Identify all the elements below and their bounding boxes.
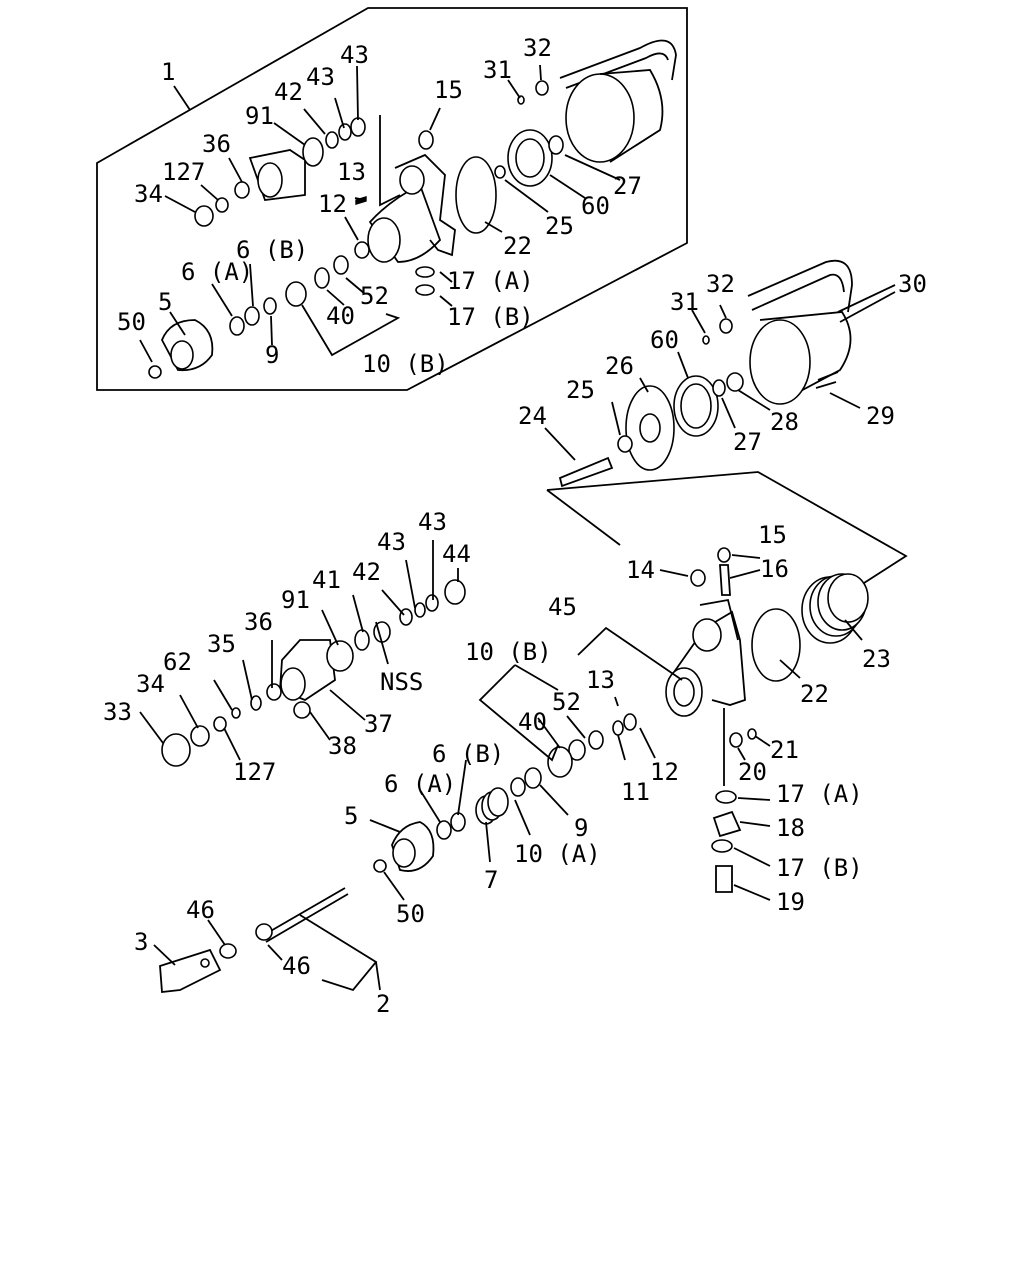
label-44: 44: [442, 540, 471, 568]
label-15b: 15: [758, 521, 787, 549]
label-20: 20: [738, 758, 767, 786]
label-37: 37: [364, 710, 393, 738]
label-42b: 42: [352, 558, 381, 586]
label-32b: 32: [706, 270, 735, 298]
label-91b: 91: [281, 586, 310, 614]
label-6b-2: 6 (B): [432, 740, 504, 768]
label-5: 5: [158, 288, 172, 316]
label-60b: 60: [650, 326, 679, 354]
label-40: 40: [326, 302, 355, 330]
label-22: 22: [503, 232, 532, 260]
label-28: 28: [770, 408, 799, 436]
callout-labels: 1 32 31 43 43 42 91 15 36 127 34 13 12 6…: [103, 34, 927, 1018]
label-13b: 13: [586, 666, 615, 694]
label-127b: 127: [233, 758, 276, 786]
label-32: 32: [523, 34, 552, 62]
label-46: 46: [186, 896, 215, 924]
label-6a: 6 (A): [181, 258, 253, 286]
label-52: 52: [360, 282, 389, 310]
label-36b: 36: [244, 608, 273, 636]
main-parts: [159, 259, 908, 993]
label-42: 42: [274, 78, 303, 106]
label-127: 127: [162, 158, 205, 186]
label-10b-2: 10 (B): [465, 638, 552, 666]
label-24: 24: [518, 402, 547, 430]
leader-lines: [139, 64, 896, 992]
label-5b: 5: [344, 802, 358, 830]
label-17a-2: 17 (A): [776, 780, 863, 808]
label-19: 19: [776, 888, 805, 916]
label-43c: 43: [418, 508, 447, 536]
bellows: [801, 573, 869, 644]
label-9: 9: [265, 341, 279, 369]
label-43: 43: [306, 63, 335, 91]
label-33: 33: [103, 698, 132, 726]
label-30: 30: [898, 270, 927, 298]
label-13: 13: [337, 158, 366, 186]
label-6b: 6 (B): [236, 236, 308, 264]
label-29: 29: [866, 402, 895, 430]
label-6a-2: 6 (A): [384, 770, 456, 798]
inset-box: [96, 7, 688, 391]
label-41: 41: [312, 566, 341, 594]
label-34: 34: [134, 180, 163, 208]
label-43d: 43: [377, 528, 406, 556]
label-62: 62: [163, 648, 192, 676]
label-22b: 22: [800, 680, 829, 708]
inset-parts: [148, 39, 677, 379]
label-60: 60: [581, 192, 610, 220]
label-nss: NSS: [380, 668, 423, 696]
label-17b-2: 17 (B): [776, 854, 863, 882]
label-50: 50: [117, 308, 146, 336]
label-7: 7: [484, 866, 498, 894]
label-12: 12: [318, 190, 347, 218]
label-25b: 25: [566, 376, 595, 404]
label-50b: 50: [396, 900, 425, 928]
label-25: 25: [545, 212, 574, 240]
label-36: 36: [202, 130, 231, 158]
label-18: 18: [776, 814, 805, 842]
label-17b: 17 (B): [447, 303, 534, 331]
label-91: 91: [245, 102, 274, 130]
label-31: 31: [483, 56, 512, 84]
label-9b: 9: [574, 814, 588, 842]
label-43: 43: [340, 41, 369, 69]
label-15: 15: [434, 76, 463, 104]
label-52b: 52: [552, 688, 581, 716]
label-40b: 40: [518, 708, 547, 736]
label-46b: 46: [282, 952, 311, 980]
label-3: 3: [134, 928, 148, 956]
label-12b: 12: [650, 758, 679, 786]
label-27b: 27: [733, 428, 762, 456]
label-35: 35: [207, 630, 236, 658]
label-14: 14: [626, 556, 655, 584]
label-1: 1: [161, 58, 175, 86]
label-16: 16: [760, 555, 789, 583]
label-27: 27: [613, 172, 642, 200]
label-38: 38: [328, 732, 357, 760]
label-2: 2: [376, 990, 390, 1018]
label-26: 26: [605, 352, 634, 380]
spring: [475, 787, 509, 825]
label-23: 23: [862, 645, 891, 673]
label-34b: 34: [136, 670, 165, 698]
label-11: 11: [621, 778, 650, 806]
label-10a: 10 (A): [514, 840, 601, 868]
label-10b: 10 (B): [362, 350, 449, 378]
label-45: 45: [548, 593, 577, 621]
label-21: 21: [770, 736, 799, 764]
label-31b: 31: [670, 288, 699, 316]
label-17a: 17 (A): [447, 267, 534, 295]
